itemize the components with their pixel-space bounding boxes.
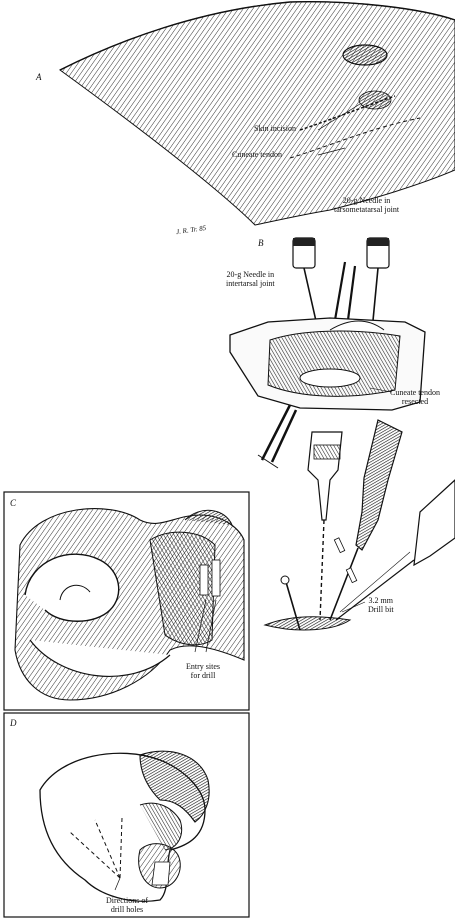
panel-d-letter: D — [10, 718, 17, 728]
panel-b-letter: B — [258, 238, 264, 248]
skin-incision-label: Skin incision — [254, 124, 296, 133]
drill-bit-label: 3.2 mm Drill bit — [368, 596, 394, 614]
needle-tarsometatarsal-label: 20-g Needle in tarsometatarsal joint — [334, 196, 399, 214]
panel-d-drawing — [4, 713, 249, 917]
panel-c-letter: C — [10, 498, 16, 508]
drill-drawing — [265, 420, 455, 630]
needle-intertarsal-label: 20-g Needle in intertarsal joint — [226, 270, 275, 288]
entry-sites-label: Entry sites for drill — [186, 662, 220, 680]
cuneate-tendon-resected-label: Cuneate tendon resected — [390, 388, 440, 406]
panel-a-drawing — [60, 2, 455, 225]
drill-directions-label: Directions of drill holes — [106, 896, 148, 914]
panel-a-letter: A — [36, 72, 42, 82]
cuneate-tendon-label-a: Cuneate tendon — [232, 150, 282, 159]
